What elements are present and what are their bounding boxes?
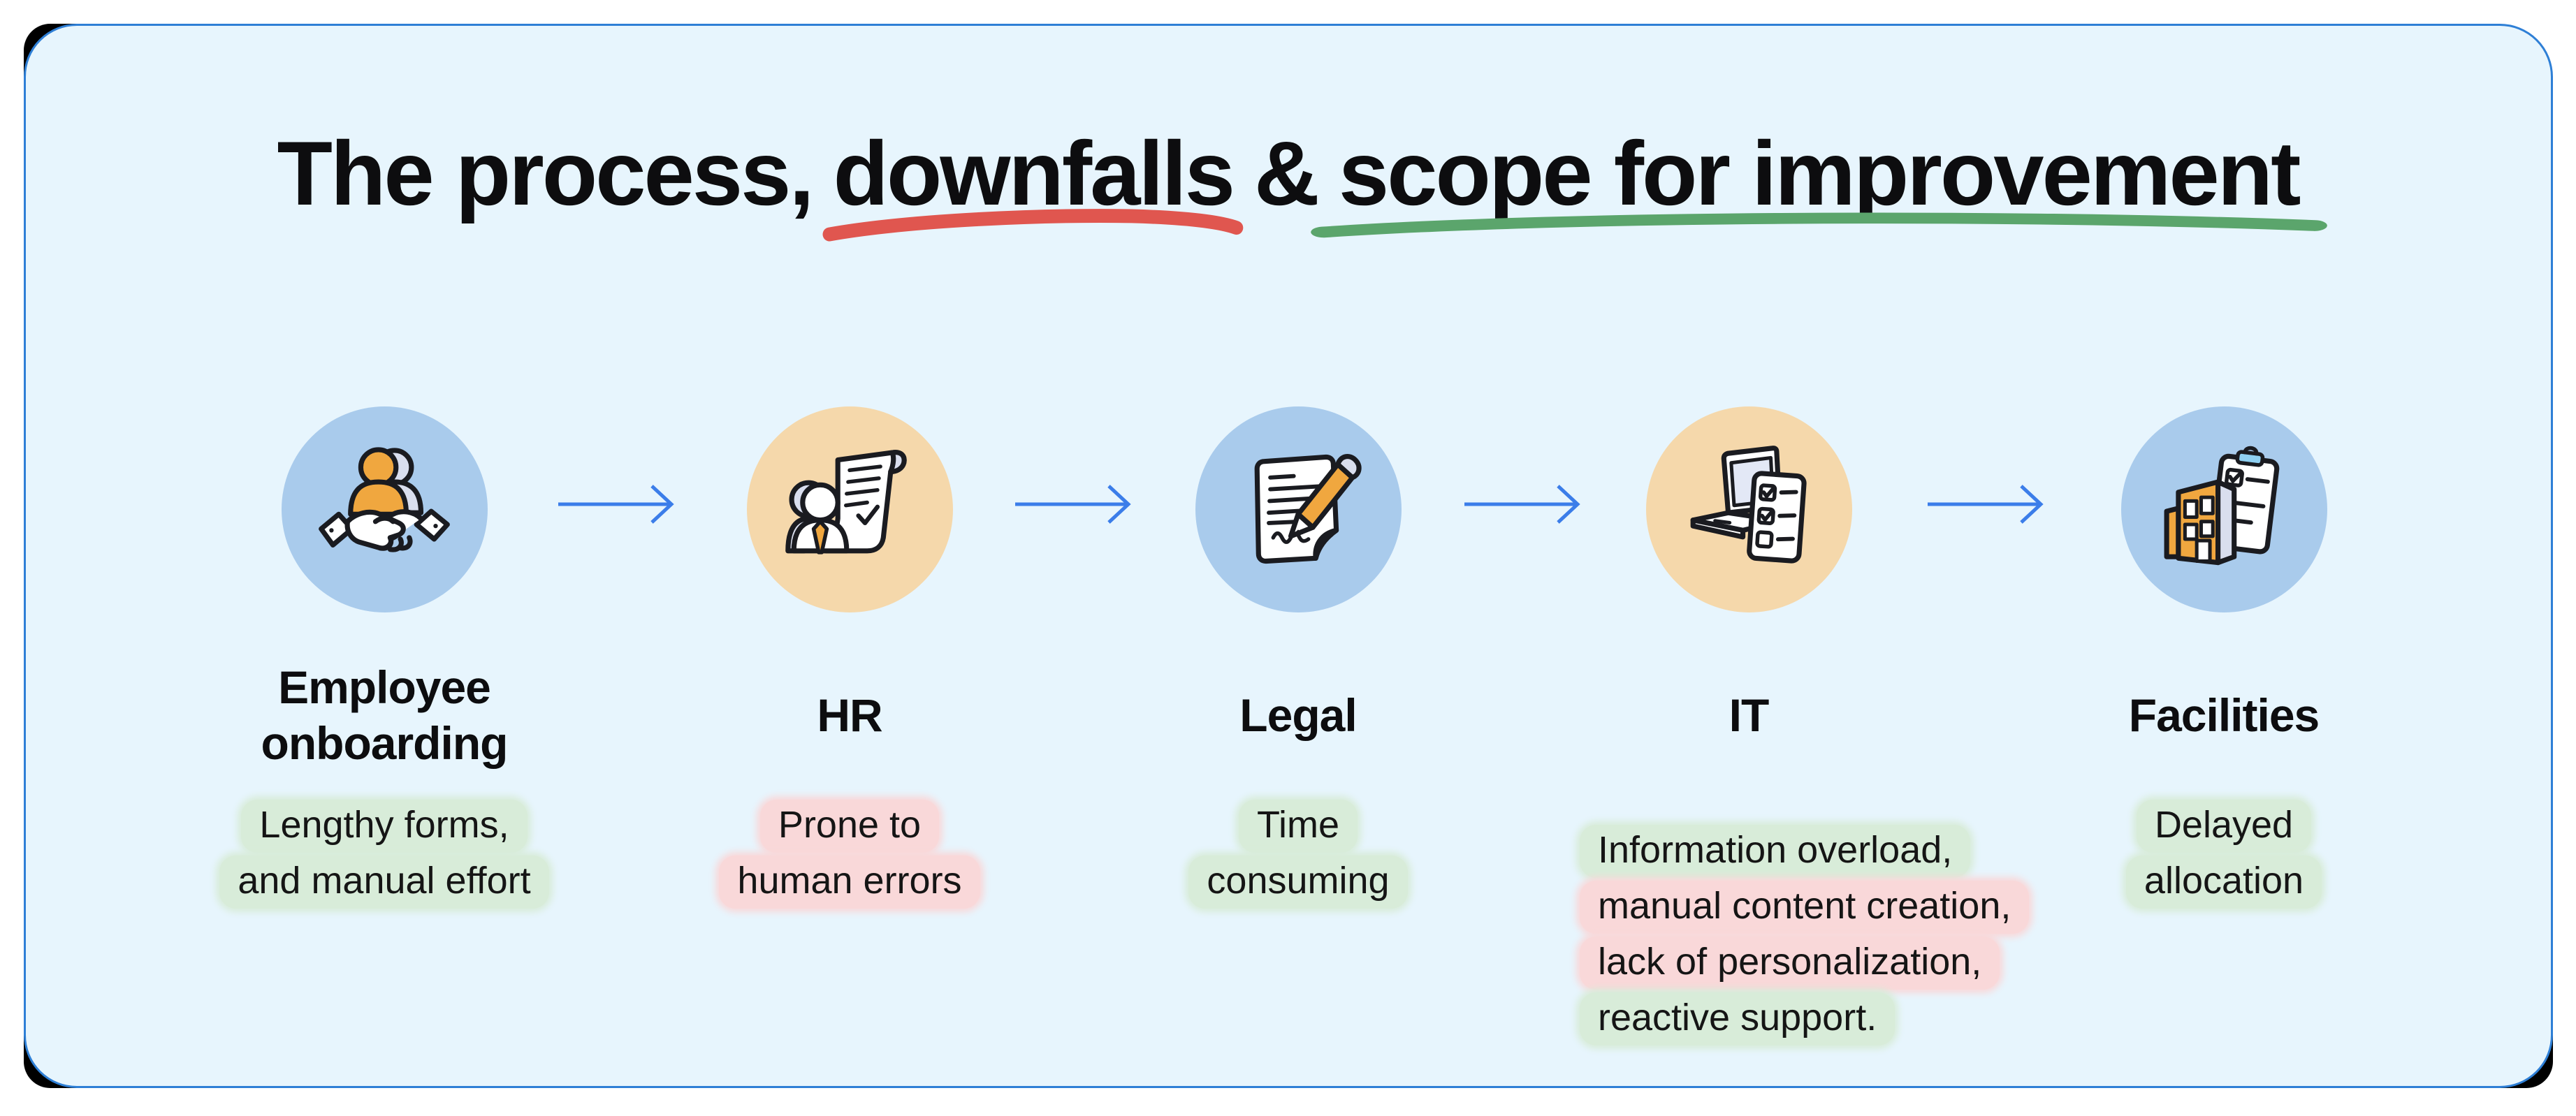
- stage-description: Lengthy forms, and manual effort: [219, 798, 549, 910]
- title-downfalls-text: downfalls: [833, 122, 1235, 224]
- stage-icon-circle: [1195, 406, 1402, 612]
- stage-description: Prone to human errors: [719, 798, 980, 910]
- stage-name-text: Legal: [1239, 689, 1357, 741]
- stage-icon-circle: [2120, 406, 2327, 612]
- flow-arrow: [1012, 475, 1135, 534]
- stage-name: Legal: [1239, 649, 1357, 781]
- title-prefix: The process,: [277, 122, 815, 224]
- stage-name: Facilities: [2128, 649, 2320, 781]
- person-document-icon: [785, 449, 907, 555]
- stage-icon-circle: [1645, 406, 1852, 612]
- highlighted-line: consuming: [1188, 856, 1408, 909]
- stage-description: Delayed allocation: [2125, 798, 2322, 910]
- right-arrow-icon: [558, 485, 674, 524]
- flow-arrow: [1462, 475, 1585, 534]
- red-brush-underline-icon: [822, 209, 1244, 242]
- flow-arrow: [1925, 475, 2048, 534]
- highlighted-line: lack of personalization,: [1580, 937, 2000, 990]
- green-brush-underline-icon: [1310, 212, 2327, 238]
- right-arrow-icon: [1928, 485, 2044, 524]
- stage-name: IT: [1729, 649, 1770, 781]
- page-title: The process, downfalls & scope for impro…: [0, 122, 2576, 242]
- highlighted-line: allocation: [2125, 856, 2322, 909]
- laptop-checklist-icon: [1690, 445, 1807, 564]
- stage-description: Information overload, manual content cre…: [1469, 823, 2030, 1047]
- highlighted-line: Lengthy forms,: [241, 800, 527, 853]
- stage-icon-circle: [281, 406, 488, 612]
- stage-name: HR: [817, 649, 882, 781]
- highlighted-line: manual content creation,: [1580, 881, 2030, 934]
- stage-name-text: Facilities: [2128, 689, 2320, 741]
- highlighted-line: human errors: [719, 856, 980, 909]
- stage-description: Time consuming: [1188, 798, 1408, 910]
- title-improvement-text: scope for improvement: [1338, 122, 2301, 224]
- stage-name-text: IT: [1729, 689, 1770, 741]
- stage-name-text: Employee onboarding: [261, 661, 509, 769]
- stage-name-text: HR: [817, 689, 882, 741]
- stage-facilities: Facilities Delayed allocation: [1993, 406, 2454, 910]
- title-ampersand: &: [1254, 122, 1320, 224]
- flow-arrow: [555, 475, 678, 534]
- stage-icon-circle: [746, 406, 953, 612]
- stage-employee-onboarding: Employee onboarding Lengthy forms, and m…: [154, 406, 615, 910]
- contract-signing-icon: [1254, 453, 1362, 564]
- highlighted-line: reactive support.: [1580, 992, 1895, 1045]
- highlighted-line: and manual effort: [219, 856, 549, 909]
- right-arrow-icon: [1015, 485, 1131, 524]
- building-clipboard-icon: [2164, 446, 2280, 565]
- highlighted-line: Prone to: [759, 800, 940, 853]
- highlighted-line: Delayed: [2136, 800, 2312, 853]
- person-handshake-icon: [319, 446, 450, 552]
- highlighted-line: Time: [1238, 800, 1358, 853]
- title-improvement: scope for improvement: [1310, 128, 2327, 238]
- stage-hr: HR Prone to human errors: [619, 406, 1080, 910]
- title-downfalls: downfalls: [822, 128, 1244, 242]
- stage-name: Employee onboarding: [231, 649, 538, 781]
- stage-legal: Legal Time consuming: [1068, 406, 1529, 910]
- stage-it: IT Information overload, manual content …: [1469, 406, 2030, 1047]
- highlighted-line: Information overload,: [1580, 825, 1971, 878]
- right-arrow-icon: [1464, 485, 1580, 524]
